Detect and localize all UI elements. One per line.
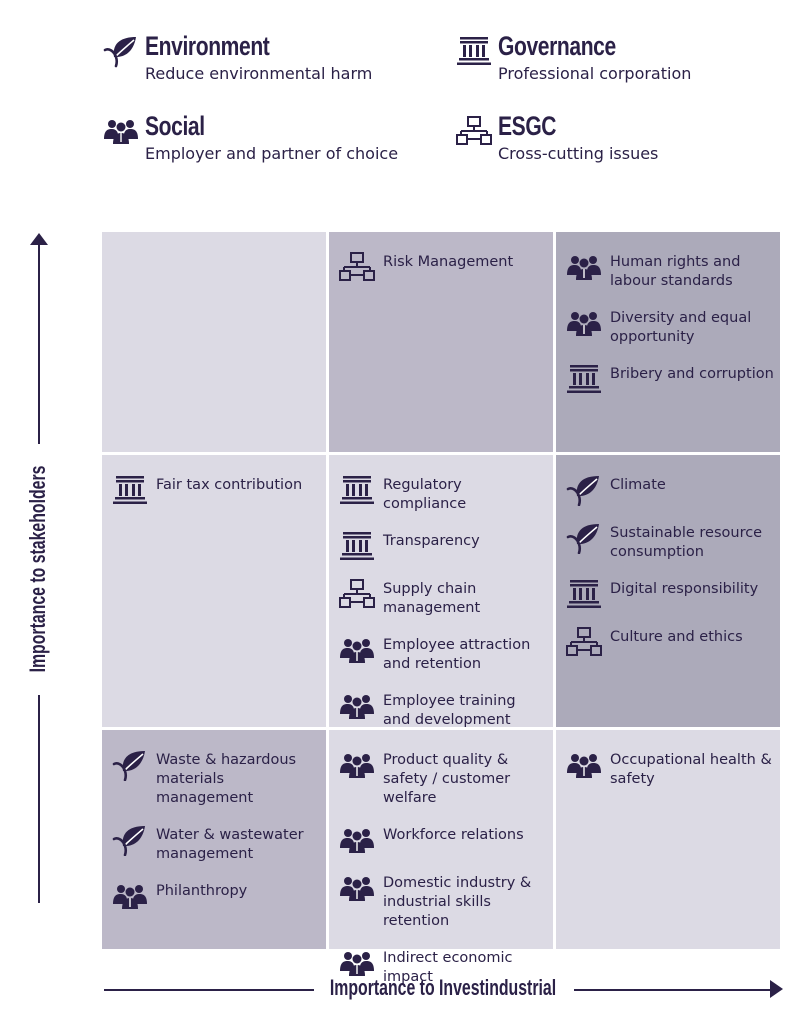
matrix-item: Waste & hazardous materials management — [112, 748, 320, 808]
matrix-cell — [102, 232, 326, 452]
people-icon — [112, 880, 148, 912]
matrix-item-label: Waste & hazardous materials management — [156, 752, 297, 806]
y-axis-line-lower — [38, 695, 40, 903]
people-icon — [339, 872, 375, 904]
matrix-item: Risk Management — [339, 250, 547, 283]
leaf-icon — [566, 522, 602, 555]
y-axis-line-upper — [38, 244, 40, 444]
matrix-item-label: Regulatory compliance — [383, 477, 467, 512]
matrix-item: Bribery and corruption — [566, 362, 774, 395]
network-icon — [339, 251, 375, 283]
building-icon — [566, 578, 602, 610]
matrix-item: Diversity and equal opportunity — [566, 306, 774, 347]
matrix-item: Indirect economic impact — [339, 946, 547, 987]
people-icon — [339, 947, 375, 979]
matrix-item-label: Fair tax contribution — [156, 477, 303, 493]
network-icon — [339, 578, 375, 610]
matrix-item-label: Occupational health & safety — [610, 752, 772, 787]
matrix-item: Employee attraction and retention — [339, 633, 547, 674]
matrix-item: Workforce relations — [339, 823, 547, 856]
matrix-item-label: Sustainable resource consumption — [610, 525, 763, 560]
people-icon — [339, 634, 375, 666]
matrix-item-label: Digital responsibility — [610, 581, 759, 597]
matrix-item-label: Workforce relations — [383, 827, 524, 843]
matrix-item: Climate — [566, 473, 774, 507]
x-axis-label: Importance to Investindustrial — [329, 975, 557, 1000]
matrix-item: Sustainable resource consumption — [566, 521, 774, 562]
building-icon — [339, 530, 375, 562]
building-icon — [339, 474, 375, 506]
matrix-item: Supply chain management — [339, 577, 547, 618]
legend-subtitle-governance: Professional corporation — [498, 64, 692, 83]
matrix-item: Product quality & safety / customer welf… — [339, 748, 547, 808]
people-icon — [339, 690, 375, 722]
matrix-item-label: Transparency — [383, 533, 480, 549]
x-axis-line-right — [574, 989, 770, 991]
materiality-matrix: Risk Management Human rights and labour s… — [102, 232, 780, 985]
matrix-item-label: Climate — [610, 477, 666, 493]
matrix-item: Employee training and development — [339, 689, 547, 730]
matrix-item-label: Product quality & safety / customer welf… — [383, 752, 511, 806]
matrix-item-label: Domestic industry & industrial skills re… — [383, 875, 532, 929]
people-icon — [566, 251, 602, 283]
legend-subtitle-social: Employer and partner of choice — [145, 144, 399, 163]
matrix-item: Domestic industry & industrial skills re… — [339, 871, 547, 931]
matrix-item-label: Human rights and labour standards — [610, 254, 741, 289]
matrix-item: Culture and ethics — [566, 625, 774, 658]
matrix-item: Philanthropy — [112, 879, 320, 912]
matrix-item-label: Risk Management — [383, 254, 514, 270]
matrix-cell: Fair tax contribution — [102, 455, 326, 727]
matrix-item-label: Supply chain management — [383, 581, 481, 616]
matrix-item-label: Diversity and equal opportunity — [610, 310, 752, 345]
matrix-cell: Risk Management — [329, 232, 553, 452]
legend-title-esgc: ESGC — [498, 111, 557, 141]
matrix-item-label: Culture and ethics — [610, 629, 743, 645]
matrix-item-label: Bribery and corruption — [610, 366, 774, 382]
matrix-item-label: Employee attraction and retention — [383, 637, 531, 672]
matrix-cell: Occupational health & safety — [556, 730, 780, 949]
network-icon — [566, 626, 602, 658]
leaf-icon — [112, 824, 148, 857]
matrix-item-label: Philanthropy — [156, 883, 248, 899]
people-icon — [339, 749, 375, 781]
matrix-item: Transparency — [339, 529, 547, 562]
legend-subtitle-esgc: Cross-cutting issues — [498, 144, 659, 163]
matrix-item-label: Indirect economic impact — [383, 950, 513, 985]
people-icon — [339, 824, 375, 856]
x-axis-arrow — [770, 980, 783, 998]
matrix-item: Occupational health & safety — [566, 748, 774, 789]
y-axis-arrow — [30, 233, 48, 245]
matrix-item: Human rights and labour standards — [566, 250, 774, 291]
x-axis-line-left — [104, 989, 314, 991]
people-icon — [103, 114, 139, 148]
matrix-item: Regulatory compliance — [339, 473, 547, 514]
legend-title-governance: Governance — [498, 31, 616, 61]
network-icon — [456, 114, 492, 148]
people-icon — [566, 307, 602, 339]
leaf-icon — [112, 749, 148, 782]
building-icon — [456, 34, 492, 68]
matrix-item: Water & wastewater management — [112, 823, 320, 864]
y-axis-label: Importance to stakeholders — [25, 465, 50, 673]
legend-title-environment: Environment — [145, 31, 270, 61]
building-icon — [566, 363, 602, 395]
matrix-item-label: Water & wastewater management — [156, 827, 304, 862]
people-icon — [566, 749, 602, 781]
matrix-item: Digital responsibility — [566, 577, 774, 610]
matrix-item-label: Employee training and development — [383, 693, 516, 728]
legend-title-social: Social — [145, 111, 205, 141]
matrix-item: Fair tax contribution — [112, 473, 320, 506]
legend-subtitle-environment: Reduce environmental harm — [145, 64, 373, 83]
building-icon — [112, 474, 148, 506]
leaf-icon — [566, 474, 602, 507]
leaf-icon — [103, 34, 139, 68]
matrix-cell: Product quality & safety / customer welf… — [329, 730, 553, 985]
